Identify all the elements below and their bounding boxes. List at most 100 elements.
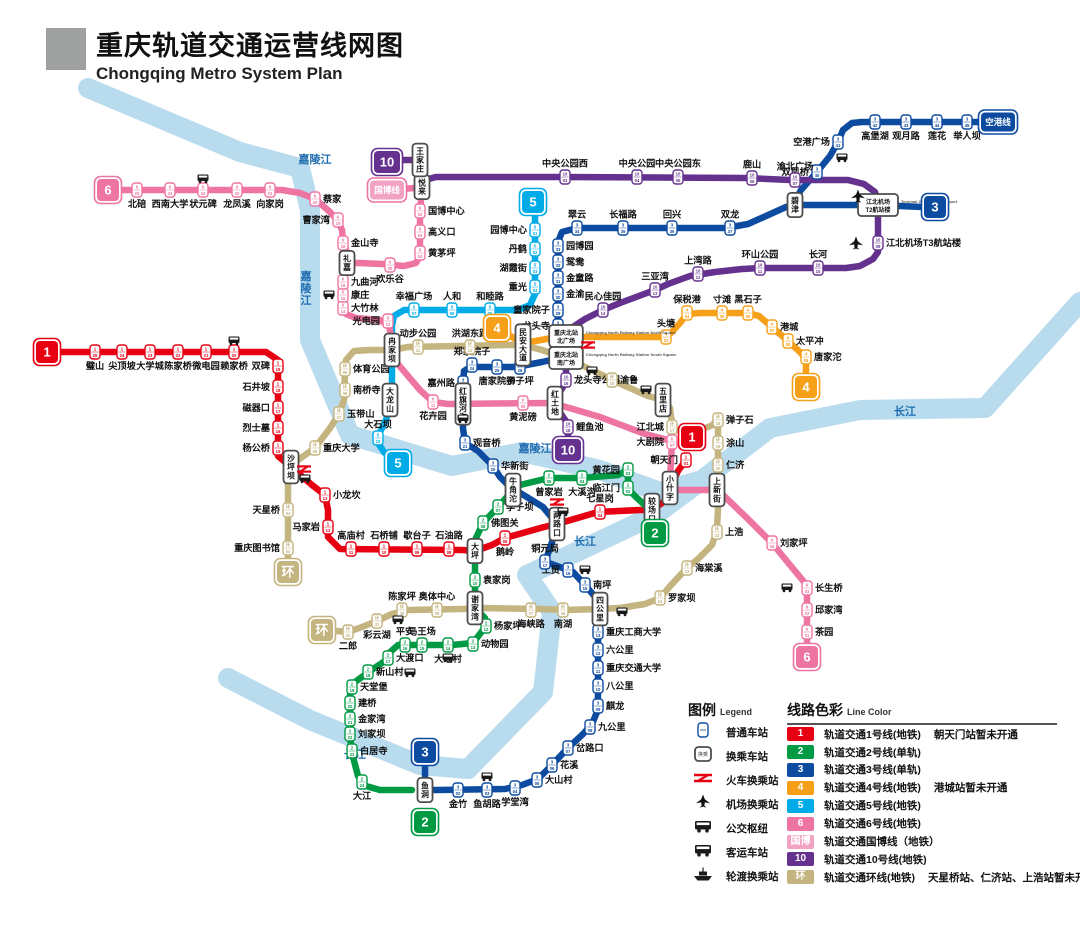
station-line-number: 10 (566, 421, 571, 426)
station-line-number: 2 (387, 652, 390, 657)
station-line-number: 5 (489, 304, 492, 309)
station-line-number: 4 (787, 335, 790, 340)
bus-transfer-icon (616, 607, 628, 617)
interchange-鱼洞: 鱼洞 (416, 777, 434, 804)
interchange-label: 土 (551, 398, 559, 408)
station-label: 空港广场 (793, 136, 830, 147)
page-subtitle: Chongqing Metro System Plan (96, 64, 343, 83)
legend-item-火车换乘站: 火车换乘站 (688, 768, 779, 792)
station-line-number: 环 (313, 441, 318, 448)
station-line-number: 10 (563, 171, 568, 176)
station-number: 04 (286, 511, 291, 516)
interchange-label: 坝 (388, 353, 396, 363)
station-line-number: 3 (597, 662, 600, 667)
station-line-number: 3 (622, 222, 625, 227)
interchange-五里店: 五里店 (654, 382, 672, 418)
bus-wheel (580, 571, 584, 575)
bus-wheel (405, 674, 409, 678)
line-badge-text: 10 (561, 443, 575, 458)
interchange-box (548, 346, 584, 370)
station-number: 01 (805, 633, 810, 638)
station-label: 鹅岭 (496, 546, 515, 557)
station-line-number: 2 (421, 639, 424, 644)
station-label: 临江门 (592, 482, 620, 493)
station-label: 杨家坪 (494, 620, 522, 631)
station-number: 23 (201, 191, 206, 196)
station-label: 光电园 (351, 315, 380, 326)
station-line-number: 环 (610, 373, 615, 380)
station-line-number: 1 (416, 543, 419, 548)
bus-transfer-icon (457, 414, 469, 424)
station-label: 重光 (509, 281, 528, 292)
station-line-number: 3 (597, 700, 600, 705)
bus-wheel (229, 342, 233, 346)
interchange-label: 大 (519, 344, 527, 354)
station-line-number: 6 (202, 184, 205, 189)
station-label: 唐家沱 (814, 351, 842, 362)
station-label: 二郎 (339, 640, 357, 651)
station-line-number: 2 (497, 501, 500, 506)
station-line-number: 10 (564, 374, 569, 379)
station-label: 北碚 (128, 198, 147, 209)
station-label: 鲤鱼池 (575, 421, 604, 432)
station-label: 渝鲁 (620, 374, 638, 385)
interchange-label: 里 (659, 396, 667, 405)
station-label: 双龙 (720, 209, 740, 220)
station-label: 花溪 (560, 759, 579, 770)
bus-body (481, 772, 493, 779)
bus-window (229, 337, 239, 340)
station-number: 05 (547, 479, 552, 484)
legend-item-label: 客运车站 (726, 846, 768, 859)
station-label: 麒龙 (606, 700, 625, 711)
station-label: 欢乐谷 (375, 273, 404, 284)
station-label: 大山村 (545, 774, 573, 785)
station-number: 24 (168, 191, 173, 196)
plane-transfer-icon (851, 189, 865, 203)
station-line-number: 3 (816, 166, 819, 171)
bus-wheel (564, 513, 568, 517)
station-label: 湖霞街 (499, 262, 527, 273)
station-label: 邱家湾 (815, 604, 843, 615)
bus-transfer-icon (481, 772, 493, 782)
station-label: 彩云湖 (362, 629, 391, 640)
bus-transfer-icon (392, 615, 404, 625)
station-number: 02 (456, 791, 461, 796)
interchange-label: 新 (713, 485, 721, 495)
station-line-number: 2 (474, 574, 477, 579)
station-number: 16 (341, 283, 346, 288)
station-label: 太平冲 (796, 335, 824, 346)
station-line-number: 6 (806, 626, 809, 631)
station-line-number: 6 (806, 604, 809, 609)
station-line-number: 3 (597, 644, 600, 649)
station-number: 05 (676, 178, 681, 183)
station-line-number: 1 (327, 521, 330, 526)
station-number: 08 (786, 342, 791, 347)
mode-icons-layer (197, 153, 865, 782)
station-number: 22 (235, 191, 240, 196)
station-label: 九曲河 (350, 276, 379, 287)
line-color-note: 朝天门站暂未开通 (933, 728, 1018, 741)
interchange-label: 津 (791, 204, 799, 214)
station-number: 14 (601, 311, 606, 316)
station-line-number: 3 (492, 460, 495, 465)
interchange-box (454, 382, 472, 426)
station-number: 19 (276, 367, 281, 372)
